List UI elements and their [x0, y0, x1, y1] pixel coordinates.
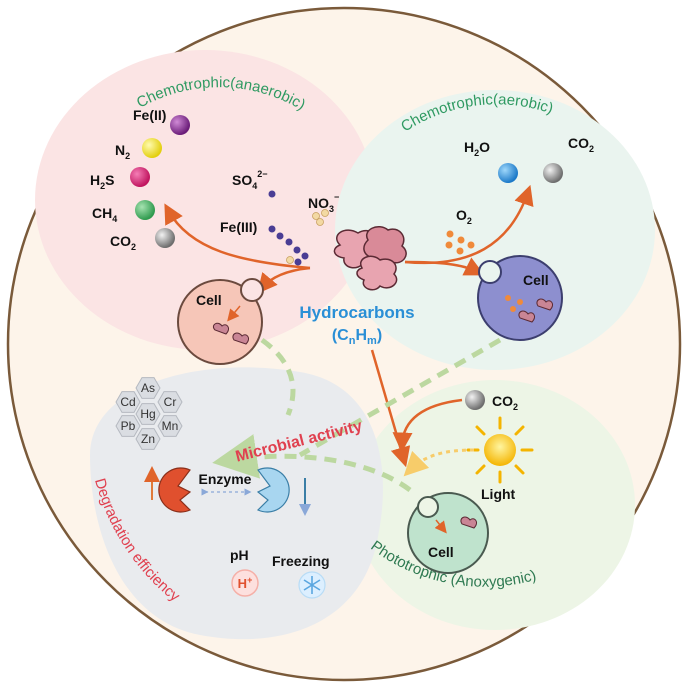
- cell-left-label: Cell: [196, 292, 222, 308]
- hydrocarbon-blobs: [333, 226, 407, 291]
- fe2-label: Fe(II): [133, 107, 166, 123]
- enzyme-label: Enzyme: [199, 471, 252, 487]
- co2-label-aerobic: CO2: [568, 135, 594, 154]
- arrow-co2-photo: [392, 398, 463, 453]
- fe3-dot-g: [294, 258, 302, 266]
- enzyme-active-icon: [158, 467, 192, 513]
- acceptors-anaerobic: SO42− NO3− Fe(III): [220, 169, 339, 266]
- ch4-sphere: [135, 200, 155, 220]
- fe3-dot-d: [293, 246, 301, 254]
- fe3-dot-b: [276, 232, 284, 240]
- fe3-dot-e: [301, 252, 309, 260]
- metal-hexagon: [135, 403, 161, 425]
- freezing-label: Freezing: [272, 553, 330, 569]
- n2-sphere: [142, 138, 162, 158]
- h-plus-icon: [231, 569, 259, 597]
- fe3-dot-c: [285, 238, 293, 246]
- cell-right: Cell: [477, 255, 563, 341]
- arrow-anaerobic-products: [164, 203, 311, 270]
- metal-label-hg: Hg: [140, 407, 155, 421]
- metal-hexagon: [157, 415, 183, 437]
- h2o-sphere: [498, 163, 518, 183]
- arrow-to-left-cell: [257, 266, 311, 294]
- cell-right-label: Cell: [523, 272, 549, 288]
- sun-icon: [466, 416, 534, 484]
- h-plus-label: H+: [238, 575, 253, 591]
- molecule-list-aerobic: H2O CO2 O2: [445, 135, 594, 255]
- co2-label-left: CO2: [110, 233, 136, 252]
- o2-dot-a: [446, 230, 454, 238]
- enzyme-group: Enzyme: [144, 466, 311, 516]
- so4-dot: [268, 190, 276, 198]
- aerobic-region: [335, 90, 655, 370]
- no3-dot-a: [312, 212, 320, 220]
- o2-dot-d: [456, 247, 464, 255]
- o2-label: O2: [456, 207, 472, 226]
- metal-hexagon: [115, 415, 141, 437]
- cell-bottom-label: Cell: [428, 544, 454, 560]
- anaerobic-region: [35, 50, 375, 350]
- snowflake-icon: [298, 571, 326, 599]
- metal-label-cd: Cd: [120, 395, 135, 409]
- arrow-to-right-cell: [404, 257, 485, 276]
- metal-label-mn: Mn: [162, 419, 179, 433]
- metal-label-cr: Cr: [164, 395, 177, 409]
- metal-hexagon: [135, 428, 161, 450]
- hydrocarbons-formula: (CnHm): [332, 327, 382, 347]
- fe2-sphere: [170, 115, 190, 135]
- acceptor-dot-f: [286, 256, 294, 264]
- metal-label-as: As: [141, 381, 155, 395]
- h2s-sphere: [130, 167, 150, 187]
- dash-bottom-cell: [212, 434, 412, 493]
- h2o-label: H2O: [464, 139, 490, 158]
- so4-label: SO42−: [232, 169, 268, 191]
- o2-dot-c: [445, 241, 453, 249]
- ch4-label: CH4: [92, 205, 117, 224]
- metal-hexagon: [115, 391, 141, 413]
- metal-hexagon: [157, 391, 183, 413]
- co2-sphere-photo: [465, 390, 485, 410]
- h2s-label: H2S: [90, 172, 114, 191]
- n2-label: N2: [115, 142, 130, 161]
- no3-dot-c: [316, 218, 324, 226]
- cell-bottom: Cell: [407, 492, 489, 574]
- ph-label: pH: [230, 547, 249, 563]
- fe3-label: Fe(III): [220, 219, 257, 235]
- no3-label: NO3−: [308, 192, 339, 214]
- molecule-list-anaerobic: Fe(II) N2 H2S CH4 CO2: [90, 107, 190, 252]
- co2-sphere-left: [155, 228, 175, 248]
- metal-label-zn: Zn: [141, 432, 155, 446]
- co2-sphere-aerobic: [543, 163, 563, 183]
- metal-label-pb: Pb: [121, 419, 136, 433]
- light-label: Light: [481, 486, 516, 502]
- hydrocarbons-title: Hydrocarbons: [299, 303, 414, 322]
- co2-label-photo: CO2: [492, 393, 518, 412]
- fe3-dot-a: [268, 225, 276, 233]
- cell-left: Cell: [177, 278, 264, 365]
- phototrophic-region: [355, 380, 635, 630]
- enzyme-inactive-icon: [256, 467, 290, 513]
- o2-dot-e: [467, 241, 475, 249]
- no3-dot-b: [321, 209, 329, 217]
- metal-hexagon: [135, 377, 161, 399]
- dash-left-cell: [260, 337, 296, 416]
- o2-dot-b: [457, 236, 465, 244]
